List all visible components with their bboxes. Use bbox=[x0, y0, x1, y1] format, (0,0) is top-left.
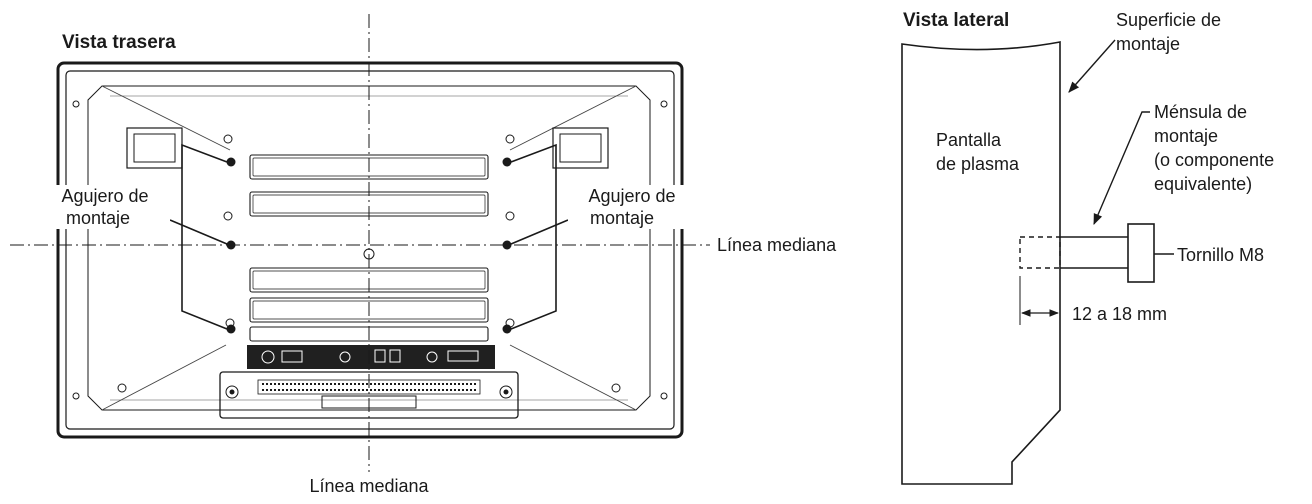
terminal-connectors bbox=[261, 349, 479, 364]
plasma-label-line2: de plasma bbox=[936, 154, 1020, 174]
rear-view: Vista trasera bbox=[10, 14, 837, 496]
mount-surface-label-line2: montaje bbox=[1116, 34, 1180, 54]
bezel-diagonals bbox=[101, 85, 637, 411]
bracket-label-line3: (o componente bbox=[1154, 150, 1274, 170]
tv-inner-frame bbox=[65, 70, 675, 430]
handle-right bbox=[552, 127, 609, 169]
screw-head bbox=[1127, 223, 1155, 283]
depth-label: 12 a 18 mm bbox=[1072, 304, 1167, 324]
mount-hole-label-left: Agujero de bbox=[61, 186, 148, 206]
bracket-arrow bbox=[1093, 111, 1150, 226]
screw-shaft bbox=[1060, 236, 1128, 269]
bracket-label-line4: equivalente) bbox=[1154, 174, 1252, 194]
leader-lines bbox=[169, 143, 569, 330]
screw-label: Tornillo M8 bbox=[1177, 245, 1264, 265]
mount-hole-bottom-right bbox=[502, 324, 512, 334]
mount-surface-arrow bbox=[1068, 39, 1116, 93]
mount-hole-top-right bbox=[502, 157, 512, 167]
plasma-label: Pantalla bbox=[936, 130, 1002, 150]
rear-view-title: Vista trasera bbox=[62, 32, 176, 53]
mounting-holes bbox=[226, 157, 512, 334]
screw-inside-panel bbox=[1019, 236, 1061, 269]
mount-hole-bottom-left bbox=[226, 324, 236, 334]
handle-right-inner bbox=[559, 133, 602, 163]
mount-hole-label-left-line2: montaje bbox=[66, 208, 130, 228]
centerline-label-vertical: Línea mediana bbox=[309, 476, 429, 496]
mount-hole-label-right: Agujero de bbox=[588, 186, 675, 206]
terminal-panel bbox=[247, 345, 495, 369]
bracket-label: Ménsula de bbox=[1154, 102, 1247, 122]
tv-outer-frame bbox=[56, 61, 684, 439]
bracket-screw-left bbox=[225, 385, 239, 399]
handle-left-inner bbox=[133, 133, 176, 163]
centerline-label-horizontal: Línea mediana bbox=[717, 235, 837, 255]
side-view: Vista lateral Superficie de montaje Pant… bbox=[901, 10, 1274, 485]
mount-hole-top-left bbox=[226, 157, 236, 167]
mount-surface-label: Superficie de bbox=[1116, 10, 1221, 30]
bracket-label-line2: montaje bbox=[1154, 126, 1218, 146]
bracket-screw-right bbox=[499, 385, 513, 399]
plasma-body bbox=[901, 41, 1061, 485]
screw-marks bbox=[72, 100, 668, 400]
mount-hole-label-right-line2: montaje bbox=[590, 208, 654, 228]
mount-hole-mid-right bbox=[502, 240, 512, 250]
side-view-title: Vista lateral bbox=[903, 10, 1009, 31]
